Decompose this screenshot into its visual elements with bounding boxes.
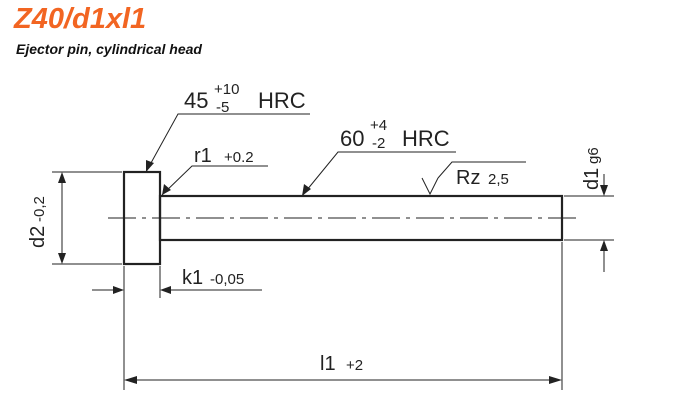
roughness-label: Rz — [456, 167, 480, 189]
d1-label: d1 — [581, 168, 603, 190]
shaft-hardness-tol-lower: -2 — [372, 135, 385, 152]
radius-leader — [161, 165, 268, 196]
head-hardness-value: 45 — [184, 88, 208, 113]
head-hardness-tol-lower: -5 — [216, 99, 229, 116]
l1-arrow-left — [124, 376, 137, 384]
radius-label: r1 — [194, 145, 212, 167]
shaft-hardness-leader — [301, 151, 456, 197]
k1-arrow-left — [113, 286, 124, 294]
l1-tol: +2 — [346, 357, 363, 374]
roughness-value: 2,5 — [488, 171, 509, 188]
k1-label: k1 — [182, 267, 203, 289]
k1-tol: -0,05 — [210, 271, 244, 288]
k1-arrow-right — [160, 286, 171, 294]
d2-arrow-top — [58, 172, 66, 183]
d1-arrow-top — [600, 185, 608, 196]
shaft-hardness-unit: HRC — [402, 126, 450, 151]
roughness-symbol — [421, 161, 526, 196]
d2-tol: -0,2 — [31, 196, 48, 222]
d2-label: d2 — [27, 226, 49, 248]
radius-arrow — [162, 184, 171, 195]
head-hardness-tol-upper: +10 — [214, 81, 239, 98]
shaft-hardness-arrow — [302, 184, 311, 196]
d1-arrow-bottom — [600, 240, 608, 251]
d2-arrow-bottom — [58, 253, 66, 264]
shaft-hardness-value: 60 — [340, 126, 364, 151]
part-code-title: Z40/d1xl1 — [14, 3, 147, 35]
part-description: Ejector pin, cylindrical head — [16, 41, 202, 57]
radius-tol: +0.2 — [224, 149, 254, 166]
l1-arrow-right — [549, 376, 562, 384]
shaft-hardness-tol-upper: +4 — [370, 117, 387, 134]
head-hardness-unit: HRC — [258, 88, 306, 113]
head-hardness-arrow — [146, 160, 154, 172]
l1-label: l1 — [320, 353, 336, 375]
d1-tol: g6 — [585, 147, 602, 164]
head-hardness-leader — [145, 113, 310, 173]
